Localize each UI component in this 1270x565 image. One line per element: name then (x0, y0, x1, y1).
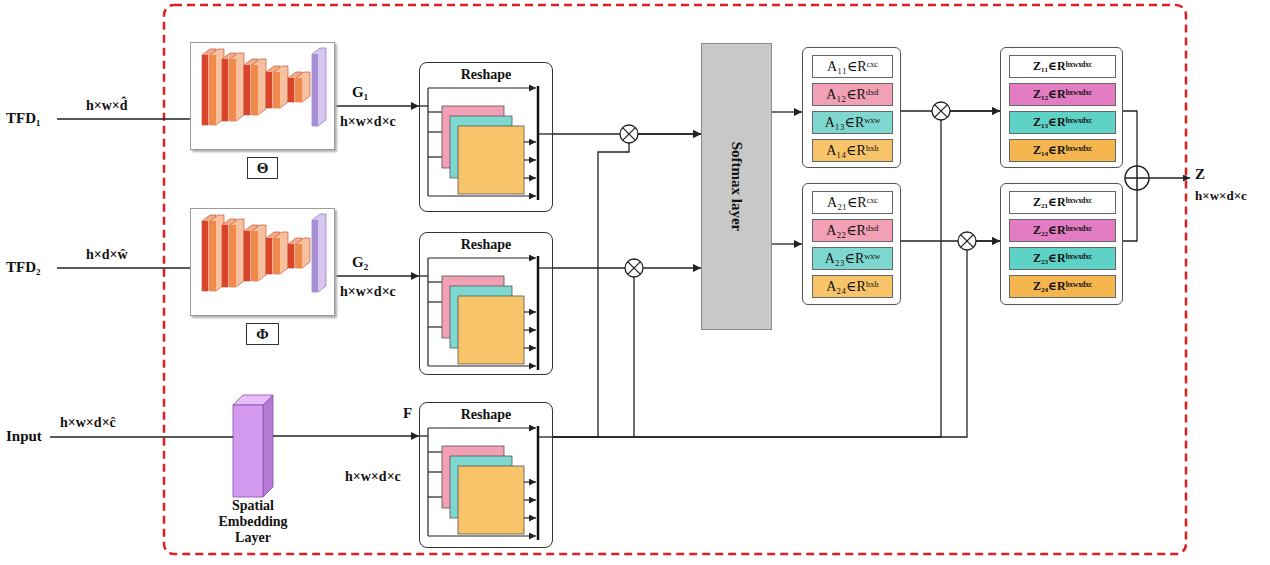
cnn-block: Θ (190, 42, 335, 150)
feature-name: G₁ (352, 84, 368, 101)
weighted-feature: Z₂₂∈Rʰˣʷˣᵈˣᶜ (1009, 219, 1116, 242)
matrix-label: Z₁₄∈Rʰˣʷˣᵈˣᶜ (1033, 143, 1092, 158)
attention-matrix: A₁₁∈Rᶜˣᶜ (812, 55, 893, 78)
dimension-label: h×w×d×c (340, 113, 396, 130)
matrix-group: A₂₁∈RᶜˣᶜA₂₂∈RᵈˣᵈA₂₃∈RʷˣʷA₂₄∈Rʰˣʰ (802, 183, 901, 305)
matrix-label: A₁₃∈Rʷˣʷ (825, 114, 881, 131)
operator-symbol: Φ (246, 323, 278, 345)
matrix-label: Z₁₁∈Rʰˣʷˣᵈˣᶜ (1033, 59, 1092, 74)
dimension-label: h×w×d̂ (86, 97, 128, 114)
matrix-label: Z₂₄∈Rʰˣʷˣᵈˣᶜ (1033, 279, 1092, 294)
output-name: Z (1195, 166, 1205, 183)
layer-name: Softmax layer (728, 142, 745, 232)
cnn-block: Φ (190, 208, 335, 316)
softmax-layer: Softmax layer (701, 43, 772, 330)
matrix-group: Z₁₁∈RʰˣʷˣᵈˣᶜZ₁₂∈RʰˣʷˣᵈˣᶜZ₁₃∈RʰˣʷˣᵈˣᶜZ₁₄∈… (1000, 47, 1123, 168)
embedding-cuboid (233, 395, 273, 497)
attention-matrix: A₂₂∈Rᵈˣᵈ (812, 219, 893, 242)
matrix-label: A₁₂∈Rᵈˣᵈ (826, 86, 878, 103)
matrix-label: Z₂₁∈Rʰˣʷˣᵈˣᶜ (1033, 195, 1092, 210)
wire (50, 106, 1190, 437)
multiply-symbol (932, 102, 950, 120)
cnn-illustration (202, 48, 326, 126)
matrix-label: A₂₂∈Rᵈˣᵈ (826, 222, 878, 239)
weighted-feature: Z₁₁∈Rʰˣʷˣᵈˣᶜ (1009, 55, 1116, 78)
reshape-box: Reshape (419, 402, 553, 548)
reshape-box: Reshape (419, 62, 553, 212)
weighted-feature: Z₂₁∈Rʰˣʷˣᵈˣᶜ (1009, 191, 1116, 214)
connector (772, 243, 802, 244)
matrix-label: A₁₁∈Rᶜˣᶜ (827, 58, 878, 75)
block-title: Reshape (420, 236, 552, 254)
sum-symbol (1125, 166, 1149, 190)
connector (553, 241, 1000, 437)
multiply-symbol (620, 125, 638, 143)
matrix-group: Z₂₁∈RʰˣʷˣᵈˣᶜZ₂₂∈RʰˣʷˣᵈˣᶜZ₂₃∈RʰˣʷˣᵈˣᶜZ₂₄∈… (1000, 183, 1123, 305)
multiply-symbol (625, 259, 643, 277)
embedding-layer: Spatial Embedding Layer (233, 392, 273, 500)
matrix-label: Z₁₃∈Rʰˣʷˣᵈˣᶜ (1033, 115, 1092, 130)
block-title: Reshape (420, 66, 552, 84)
connector (335, 275, 419, 276)
matrix-label: A₁₄∈Rʰˣʰ (826, 142, 879, 159)
cnn-illustration (202, 214, 326, 292)
reshape-illustration (428, 86, 538, 200)
connector (335, 105, 419, 106)
attention-matrix: A₁₄∈Rʰˣʰ (812, 139, 893, 162)
input-name: TFD₂ (6, 259, 41, 276)
weighted-feature: Z₂₄∈Rʰˣʷˣᵈˣᶜ (1009, 275, 1116, 298)
attention-matrix: A₁₂∈Rᵈˣᵈ (812, 83, 893, 106)
module-frame (164, 5, 1186, 554)
feature-name: G₂ (352, 254, 368, 271)
attention-matrix: A₁₃∈Rʷˣʷ (812, 111, 893, 134)
weighted-feature: Z₂₃∈Rʰˣʷˣᵈˣᶜ (1009, 247, 1116, 270)
input-name: Input (6, 428, 42, 445)
matrix-label: Z₁₂∈Rʰˣʷˣᵈˣᶜ (1033, 87, 1092, 102)
dimension-label: h×w×d×ĉ (60, 414, 116, 431)
weighted-feature: Z₁₄∈Rʰˣʷˣᵈˣᶜ (1009, 139, 1116, 162)
attention-matrix: A₂₄∈Rʰˣʰ (812, 275, 893, 298)
matrix-label: Z₂₂∈Rʰˣʷˣᵈˣᶜ (1033, 223, 1092, 238)
operator-symbol: Θ (247, 157, 279, 179)
weighted-feature: Z₁₂∈Rʰˣʷˣᵈˣᶜ (1009, 83, 1116, 106)
block-title: Reshape (420, 406, 552, 424)
multiply-symbol (958, 232, 976, 250)
connector (772, 111, 802, 112)
input-name: TFD₁ (6, 110, 41, 127)
reshape-illustration (428, 426, 538, 540)
layer-name: Spatial Embedding Layer (207, 498, 299, 546)
connector (553, 134, 701, 437)
matrix-label: A₂₁∈Rᶜˣᶜ (827, 194, 878, 211)
dimension-label: h×w×d×c (1195, 187, 1247, 204)
matrix-group: A₁₁∈RᶜˣᶜA₁₂∈RᵈˣᵈA₁₃∈RʷˣʷA₁₄∈Rʰˣʰ (802, 47, 901, 168)
dimension-label: h×w×d×c (345, 468, 401, 485)
matrix-label: A₂₄∈Rʰˣʰ (826, 278, 879, 295)
attention-matrix: A₂₃∈Rʷˣʷ (812, 247, 893, 270)
matrix-label: A₂₃∈Rʷˣʷ (825, 250, 881, 267)
attention-matrix: A₂₁∈Rᶜˣᶜ (812, 191, 893, 214)
feature-name: F (403, 405, 412, 422)
dimension-label: h×d×ŵ (86, 246, 128, 263)
connector (553, 111, 1000, 437)
dimension-label: h×w×d×c (340, 283, 396, 300)
weighted-feature: Z₁₃∈Rʰˣʷˣᵈˣᶜ (1009, 111, 1116, 134)
reshape-illustration (428, 256, 538, 370)
connector (273, 435, 419, 436)
matrix-label: Z₂₃∈Rʰˣʷˣᵈˣᶜ (1033, 251, 1092, 266)
reshape-box: Reshape (419, 232, 553, 375)
